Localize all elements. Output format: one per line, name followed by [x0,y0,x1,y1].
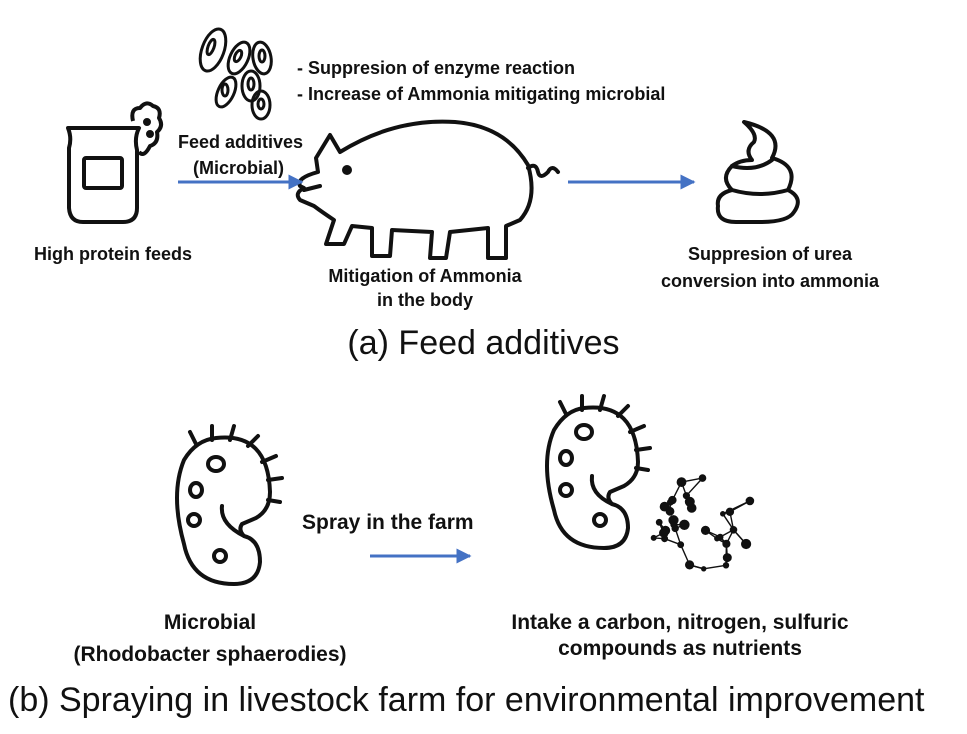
molecule-network-icon [650,474,755,572]
molecule-atom [670,520,678,529]
molecule-atom [714,535,720,542]
feed-additives-sublabel: (Microbial) [193,158,285,178]
molecule-atom [684,560,695,570]
molecule-atom [665,506,675,516]
molecule-atom [668,495,677,505]
manure-icon [715,120,800,224]
molecule-atom [700,525,711,536]
molecule-bond [703,564,727,570]
feed-additive-microbes-icon [198,27,273,121]
molecule-atom [745,496,755,506]
molecule-atom [684,496,695,507]
spray-label: Spray in the farm [302,511,474,534]
panel-b-caption: (b) Spraying in livestock farm for envir… [8,681,925,719]
feed-bag-icon [66,101,164,224]
panel-a-caption: (a) Feed additives [347,324,620,362]
molecule-atom [676,477,687,487]
effect-line-ammonia-microbial: - Increase of Ammonia mitigating microbi… [297,84,666,104]
molecule-atom [725,507,735,516]
mitigation-label-line1: Mitigation of Ammonia [328,266,522,286]
molecule-atom [722,539,731,548]
intake-label-line1: Intake a carbon, nitrogen, sulfuric [511,611,849,634]
high-protein-feeds-label: High protein feeds [34,244,193,264]
molecule-atom [729,526,738,534]
molecule-atom [679,519,690,530]
microbial-species-label: (Rhodobacter sphaerodies) [73,643,347,666]
molecule-atom [698,474,707,482]
molecule-atom [655,518,663,526]
feed-additives-label: Feed additives [178,132,304,152]
rhodobacter-microbe-icon [175,424,284,586]
molecule-atom [740,538,752,550]
intake-label-line2: compounds as nutrients [558,637,802,660]
microbial-label: Microbial [163,611,257,634]
suppression-label-line2: conversion into ammonia [660,271,880,291]
pig-eye-icon [342,165,352,175]
molecule-atom [722,562,730,569]
molecule-bond [685,477,704,497]
molecule-atom [660,525,671,536]
molecule-atom [650,534,657,541]
molecule-atom [682,492,691,500]
molecule-atom [701,566,707,572]
molecule-atom [677,541,685,549]
molecule-atom [720,510,726,517]
mitigation-label-line2: in the body [377,290,473,310]
rhodobacter-feeding-microbe-icon [545,394,652,550]
pig-icon [295,119,560,260]
suppression-label-line1: Suppresion of urea [687,244,853,264]
effect-line-enzyme-suppression: - Suppresion of enzyme reaction [297,58,576,78]
molecule-atom [722,553,732,563]
